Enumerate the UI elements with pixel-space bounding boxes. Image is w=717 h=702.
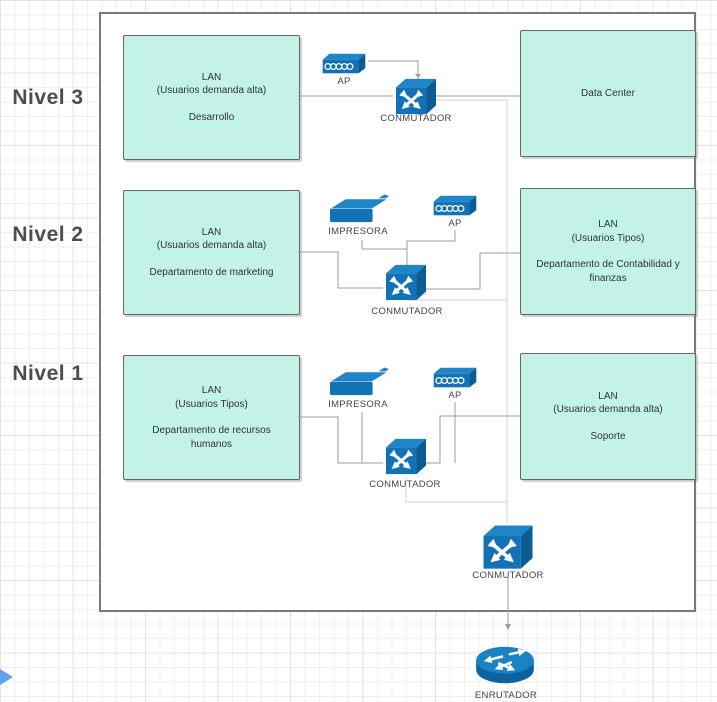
- printer-label: IMPRESORA: [328, 226, 388, 237]
- switch-icon[interactable]: [394, 76, 438, 116]
- lan-title: Data Center: [581, 87, 635, 99]
- cursor-arrow-icon: [0, 669, 13, 685]
- switch-label: CONMUTADOR: [380, 113, 452, 124]
- access-point-icon[interactable]: [321, 52, 367, 75]
- lan-subtitle: (Usuarios demanda alta): [553, 404, 663, 416]
- level-label-1: Nivel 1: [12, 362, 84, 385]
- access-point-label: AP: [448, 218, 462, 229]
- switch-label: CONMUTADOR: [371, 306, 443, 317]
- lan-subtitle: (Usuarios Tipos): [175, 398, 248, 410]
- lan-dept: Soporte: [590, 430, 626, 442]
- lan-subtitle: (Usuarios demanda alta): [156, 240, 267, 252]
- switch-label: CONMUTADOR: [369, 479, 441, 490]
- lan-dept: Departamento de marketing: [149, 266, 274, 278]
- lan-title: LAN: [201, 226, 222, 238]
- lan-title: LAN: [598, 219, 618, 230]
- lan-box-datacenter[interactable]: Data Center: [520, 30, 696, 157]
- lan-box-contabilidad[interactable]: LAN (Usuarios Tipos) Departamento de Con…: [520, 188, 696, 315]
- lan-box-soporte[interactable]: LAN (Usuarios demanda alta) Soporte: [520, 353, 696, 480]
- lan-title: LAN: [598, 390, 618, 402]
- printer-icon[interactable]: [328, 193, 392, 225]
- printer-icon[interactable]: [328, 366, 392, 398]
- level-label-2: Nivel 2: [12, 223, 84, 246]
- core-switch-icon[interactable]: [481, 522, 535, 571]
- switch-icon[interactable]: [384, 436, 428, 476]
- lan-subtitle: (Usuarios Tipos): [571, 232, 645, 244]
- router-label: ENRUTADOR: [474, 690, 538, 701]
- lan-title: LAN: [201, 71, 222, 83]
- lan-box-desarrollo[interactable]: LAN (Usuarios demanda alta) Desarrollo: [123, 35, 300, 160]
- level-label-3: Nivel 3: [12, 86, 84, 109]
- router-icon[interactable]: [473, 641, 537, 689]
- lan-dept: Departamento de recursos humanos: [152, 425, 271, 450]
- access-point-icon[interactable]: [432, 366, 478, 389]
- lan-title: LAN: [201, 385, 222, 396]
- lan-subtitle: (Usuarios demanda alta): [156, 85, 267, 97]
- lan-dept: Departamento de Contabilidad y finanzas: [536, 259, 680, 284]
- printer-label: IMPRESORA: [328, 399, 388, 410]
- access-point-label: AP: [448, 390, 462, 401]
- access-point-label: AP: [337, 76, 351, 87]
- access-point-icon[interactable]: [432, 194, 478, 217]
- lan-box-rrhh[interactable]: LAN (Usuarios Tipos) Departamento de rec…: [123, 355, 300, 480]
- lan-dept: Desarrollo: [188, 111, 235, 123]
- lan-box-marketing[interactable]: LAN (Usuarios demanda alta) Departamento…: [123, 190, 300, 315]
- core-switch-label: CONMUTADOR: [472, 570, 544, 581]
- switch-icon[interactable]: [384, 262, 428, 302]
